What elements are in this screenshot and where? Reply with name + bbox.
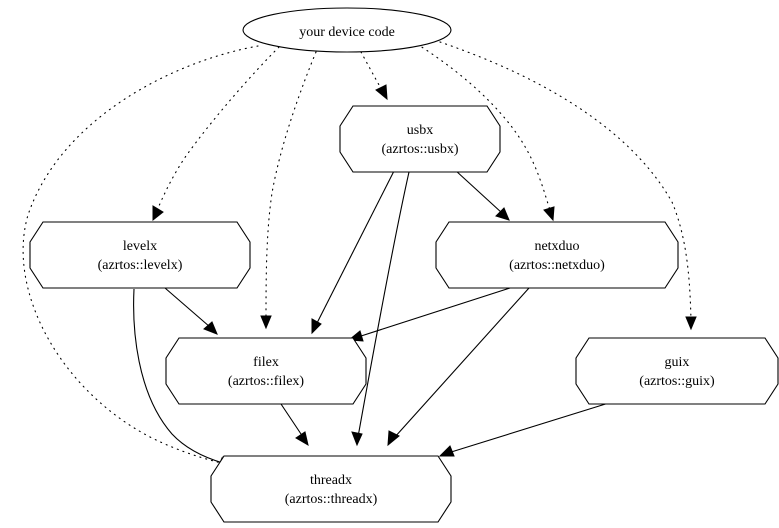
edge-device-to-usbx bbox=[360, 51, 388, 101]
edge-usbx-to-filex bbox=[311, 170, 395, 335]
edge-filex-to-threadx bbox=[280, 403, 309, 447]
node-guix-shape bbox=[575, 337, 779, 405]
edge-netxduo-to-filex bbox=[347, 287, 511, 342]
node-group: your device code usbx (azrtos::usbx) lev… bbox=[29, 7, 779, 523]
node-filex[interactable]: filex (azrtos::filex) bbox=[165, 337, 367, 405]
edge-levelx-to-filex bbox=[164, 287, 218, 335]
node-netxduo-label-line1: netxduo bbox=[534, 239, 579, 254]
node-netxduo-label-line2: (azrtos::netxduo) bbox=[509, 258, 605, 273]
edge-usbx-to-threadx bbox=[351, 171, 410, 447]
node-threadx-label-line2: (azrtos::threadx) bbox=[285, 492, 378, 507]
node-threadx-label-line1: threadx bbox=[310, 473, 352, 488]
node-levelx[interactable]: levelx (azrtos::levelx) bbox=[29, 221, 251, 289]
node-guix-label-line1: guix bbox=[665, 355, 690, 370]
edge-group-dotted bbox=[22, 41, 697, 469]
node-levelx-shape bbox=[29, 221, 251, 289]
edge-device-to-netxduo bbox=[416, 43, 555, 222]
node-filex-shape bbox=[165, 337, 367, 405]
node-device-code[interactable]: your device code bbox=[242, 7, 452, 53]
node-threadx-shape bbox=[210, 455, 452, 523]
node-filex-label-line1: filex bbox=[253, 355, 279, 370]
node-filex-label-line2: (azrtos::filex) bbox=[228, 374, 305, 389]
edge-usbx-to-netxduo bbox=[454, 169, 510, 221]
node-guix[interactable]: guix (azrtos::guix) bbox=[575, 337, 779, 405]
edge-netxduo-to-threadx bbox=[387, 287, 530, 447]
edge-group-solid bbox=[133, 169, 613, 469]
node-levelx-label-line2: (azrtos::levelx) bbox=[98, 258, 183, 273]
edge-guix-to-threadx bbox=[438, 401, 613, 457]
node-usbx-shape bbox=[339, 105, 501, 173]
node-device-code-label-line1: your device code bbox=[299, 25, 395, 40]
node-device-code-shape bbox=[242, 7, 452, 53]
node-threadx[interactable]: threadx (azrtos::threadx) bbox=[210, 455, 452, 523]
node-netxduo-shape bbox=[435, 221, 679, 289]
node-usbx-label-line1: usbx bbox=[407, 123, 433, 138]
edge-device-to-levelx bbox=[152, 46, 280, 222]
edge-device-to-filex bbox=[260, 51, 317, 330]
edge-device-to-guix bbox=[439, 41, 697, 331]
node-levelx-label-line1: levelx bbox=[123, 239, 157, 254]
node-netxduo[interactable]: netxduo (azrtos::netxduo) bbox=[435, 221, 679, 289]
node-usbx-label-line2: (azrtos::usbx) bbox=[382, 142, 459, 157]
node-guix-label-line2: (azrtos::guix) bbox=[639, 374, 715, 389]
node-usbx[interactable]: usbx (azrtos::usbx) bbox=[339, 105, 501, 173]
